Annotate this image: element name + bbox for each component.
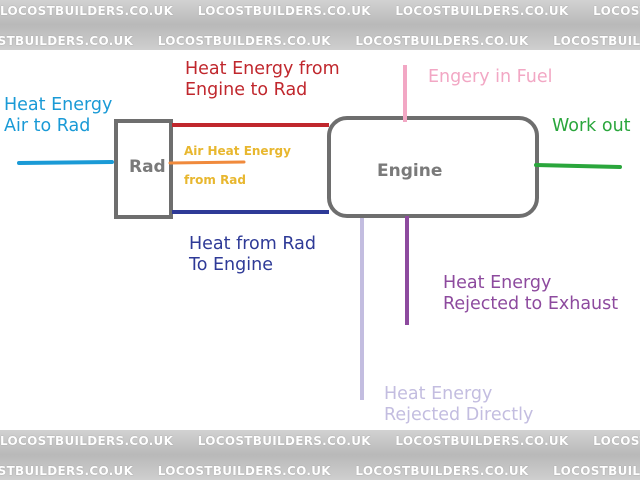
watermark-text: LOCOSTBUILDERS.CO.UK bbox=[157, 464, 331, 478]
watermark-row: LOCOSTBUILDERS.CO.UK LOCOSTBUILDERS.CO.U… bbox=[0, 4, 640, 18]
air-heat-label: Air Heat Energy from Rad bbox=[184, 144, 291, 188]
watermark-text: LOCOSTBUILDERS.CO.UK bbox=[157, 34, 331, 48]
rad-to-engine-label: Heat from Rad To Engine bbox=[189, 234, 316, 276]
watermark-text: LOCOSTBUILDERS.CO.UK bbox=[553, 464, 640, 478]
watermark-text: LOCOSTBUILDERS.CO.UK bbox=[355, 34, 529, 48]
engine-label: Engine bbox=[377, 161, 443, 181]
rad-to-engine-label-line1: Heat from Rad bbox=[189, 234, 316, 254]
work-out-label: Work out bbox=[552, 116, 631, 137]
air-to-rad-line bbox=[17, 160, 114, 165]
watermark-row: LOCOSTBUILDERS.CO.UK LOCOSTBUILDERS.CO.U… bbox=[0, 464, 640, 478]
air-heat-label-line2: from Rad bbox=[184, 173, 246, 188]
watermark-text: LOCOSTBUILDERS.CO.UK bbox=[355, 464, 529, 478]
air-to-rad-label: Heat Energy Air to Rad bbox=[4, 95, 112, 137]
watermark-text: LOCOSTBUILDERS.CO.UK bbox=[0, 464, 134, 478]
watermark-text: LOCOSTBUILDERS.CO.UK bbox=[197, 4, 371, 18]
rad-box bbox=[114, 119, 173, 219]
watermark-row: LOCOSTBUILDERS.CO.UK LOCOSTBUILDERS.CO.U… bbox=[0, 434, 640, 448]
engine-to-rad-label: Heat Energy from Engine to Rad bbox=[185, 59, 340, 101]
watermark-text: LOCOSTBUILDERS.CO.UK bbox=[0, 434, 174, 448]
rad-to-engine-label-line2: To Engine bbox=[189, 255, 273, 275]
watermark-text: LOCOSTBUILDERS.CO.UK bbox=[395, 4, 569, 18]
air-to-rad-label-line2: Air to Rad bbox=[4, 116, 91, 136]
watermark-band-bottom: LOCOSTBUILDERS.CO.UK LOCOSTBUILDERS.CO.U… bbox=[0, 430, 640, 480]
watermark-text: LOCOSTBUILDERS.CO.UK bbox=[593, 4, 640, 18]
rad-label: Rad bbox=[129, 157, 166, 177]
direct-label: Heat Energy Rejected Directly bbox=[384, 384, 533, 426]
engine-to-rad-label-line2: Engine to Rad bbox=[185, 80, 308, 100]
direct-label-line2: Rejected Directly bbox=[384, 405, 534, 425]
watermark-text: LOCOSTBUILDERS.CO.UK bbox=[593, 434, 640, 448]
work-out-label-line1: Work out bbox=[552, 116, 631, 136]
air-heat-line bbox=[168, 160, 246, 165]
watermark-text: LOCOSTBUILDERS.CO.UK bbox=[0, 34, 134, 48]
watermark-row: LOCOSTBUILDERS.CO.UK LOCOSTBUILDERS.CO.U… bbox=[0, 34, 640, 48]
exhaust-label-line1: Heat Energy bbox=[443, 273, 552, 293]
watermark-text: LOCOSTBUILDERS.CO.UK bbox=[553, 34, 640, 48]
engine-to-rad-label-line1: Heat Energy from bbox=[185, 59, 340, 79]
fuel-label-line1: Engery in Fuel bbox=[428, 67, 553, 87]
fuel-label: Engery in Fuel bbox=[428, 67, 552, 88]
watermark-text: LOCOSTBUILDERS.CO.UK bbox=[395, 434, 569, 448]
watermark-text: LOCOSTBUILDERS.CO.UK bbox=[0, 4, 174, 18]
exhaust-label: Heat Energy Rejected to Exhaust bbox=[443, 273, 618, 315]
watermark-band-top: LOCOSTBUILDERS.CO.UK LOCOSTBUILDERS.CO.U… bbox=[0, 0, 640, 50]
watermark-text: LOCOSTBUILDERS.CO.UK bbox=[197, 434, 371, 448]
work-out-line bbox=[534, 163, 622, 169]
air-heat-label-line1: Air Heat Energy bbox=[184, 144, 291, 158]
direct-label-line1: Heat Energy bbox=[384, 384, 493, 404]
exhaust-label-line2: Rejected to Exhaust bbox=[443, 294, 619, 314]
air-to-rad-label-line1: Heat Energy bbox=[4, 95, 113, 115]
